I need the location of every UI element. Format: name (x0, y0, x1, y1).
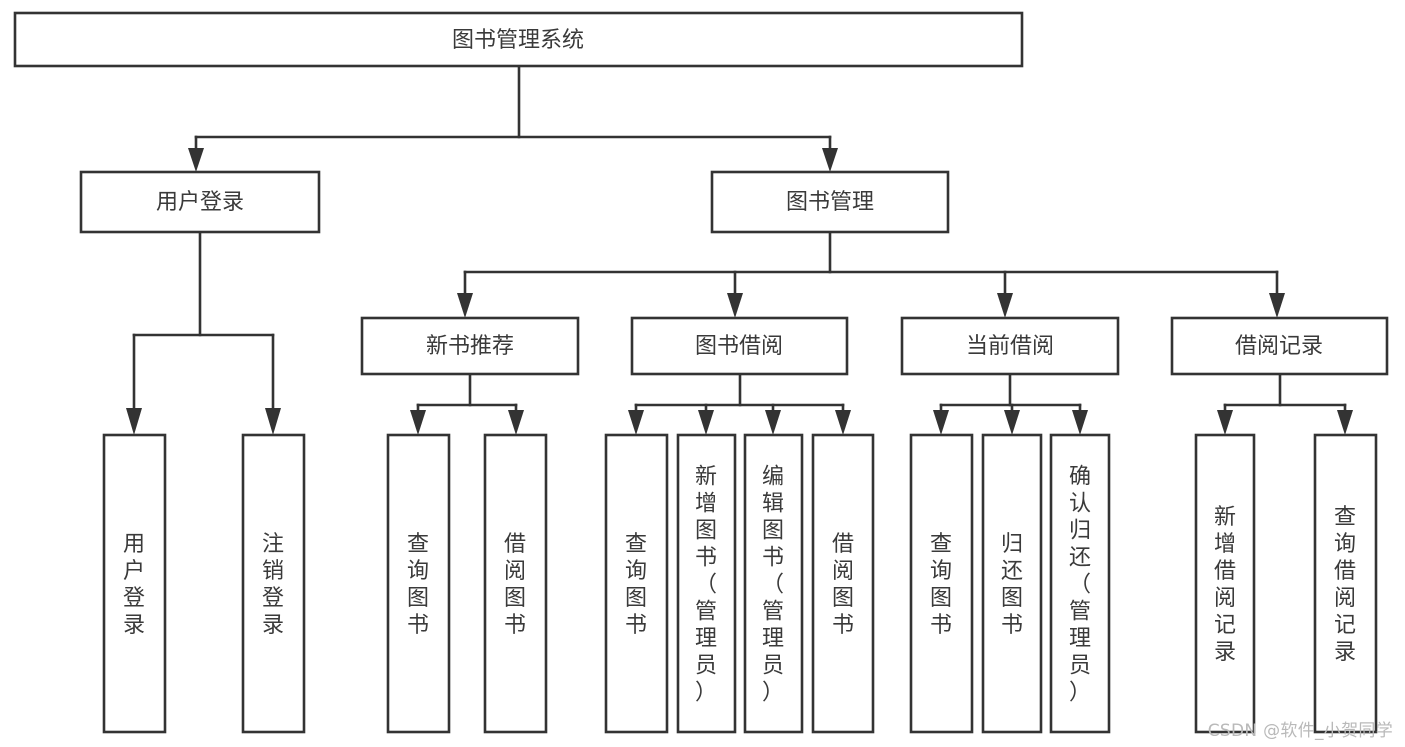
arrow-head-leaf-query-book-current (933, 410, 949, 435)
arrow-head-leaf-confirm-return-admin (1072, 410, 1088, 435)
node-leaf-add-book-admin[interactable]: 新增图书（管理员） (676, 433, 737, 734)
arrow-head-leaf-edit-book-admin (765, 410, 781, 435)
arrow-head-current-borrow (997, 293, 1013, 318)
csdn-watermark: CSDN @软件_小贺同学 (1207, 721, 1393, 741)
node-new-book-recommend[interactable]: 新书推荐 (360, 316, 580, 376)
node-leaf-query-book-borrow[interactable]: 查询图书 (604, 433, 669, 734)
node-leaf-borrow-book-label: 借阅图书 (832, 532, 854, 638)
node-book-manage-label: 图书管理 (786, 190, 874, 215)
arrow-head-leaf-add-borrow-record (1217, 410, 1233, 435)
arrow-head-leaf-user-logout (265, 408, 281, 435)
node-current-borrow[interactable]: 当前借阅 (900, 316, 1120, 376)
node-leaf-add-book-admin-label: 新增图书（管理员） (695, 465, 717, 706)
node-leaf-user-logout-label: 注销登录 (262, 532, 284, 638)
node-leaf-edit-book-admin[interactable]: 编辑图书（管理员） (743, 433, 804, 734)
node-borrow-record[interactable]: 借阅记录 (1170, 316, 1389, 376)
node-leaf-query-book-rec[interactable]: 查询图书 (386, 433, 451, 734)
connector-layer (126, 64, 1353, 435)
node-book-manage[interactable]: 图书管理 (710, 170, 950, 234)
node-leaf-borrow-book[interactable]: 借阅图书 (811, 433, 875, 734)
node-book-borrow-label: 图书借阅 (695, 334, 783, 359)
node-book-borrow-box[interactable] (630, 316, 849, 376)
node-leaf-confirm-return-admin-box[interactable] (1049, 433, 1111, 734)
arrow-head-leaf-borrow-book (835, 410, 851, 435)
node-leaf-edit-book-admin-box[interactable] (743, 433, 804, 734)
node-book-borrow[interactable]: 图书借阅 (630, 316, 849, 376)
node-new-book-recommend-box[interactable] (360, 316, 580, 376)
node-leaf-borrow-book-rec[interactable]: 借阅图书 (483, 433, 548, 734)
node-user-login-label: 用户登录 (156, 190, 244, 215)
node-leaf-user-login-label: 用户登录 (123, 532, 145, 638)
node-leaf-query-borrow-record-box[interactable] (1313, 433, 1378, 734)
node-root-label: 图书管理系统 (452, 28, 584, 53)
arrow-head-new-book-recommend (457, 293, 473, 318)
arrow-head-user-login (188, 148, 204, 172)
arrow-head-leaf-query-book-rec (410, 410, 426, 435)
node-leaf-edit-book-admin-label: 编辑图书（管理员） (762, 465, 784, 706)
node-leaf-user-login[interactable]: 用户登录 (102, 433, 167, 734)
node-leaf-query-book-borrow-box[interactable] (604, 433, 669, 734)
node-leaf-query-borrow-record-label: 查询借阅记录 (1334, 505, 1356, 665)
node-leaf-user-logout[interactable]: 注销登录 (241, 433, 306, 734)
node-leaf-add-book-admin-box[interactable] (676, 433, 737, 734)
node-leaf-return-book-label: 归还图书 (1001, 532, 1023, 638)
leaf-nodes-layer: 用户登录 注销登录 查询图书 借阅图书 查询图书 新增图书（管理员） (102, 433, 1378, 734)
node-leaf-borrow-book-box[interactable] (811, 433, 875, 734)
node-leaf-query-book-rec-label: 查询图书 (407, 532, 429, 638)
arrow-head-book-borrow (727, 293, 743, 318)
node-leaf-user-login-box[interactable] (102, 433, 167, 734)
node-user-login[interactable]: 用户登录 (79, 170, 321, 234)
node-leaf-query-book-rec-box[interactable] (386, 433, 451, 734)
arrow-head-leaf-query-borrow-record (1337, 410, 1353, 435)
node-leaf-confirm-return-admin-label: 确认归还（管理员） (1069, 465, 1091, 706)
node-leaf-add-borrow-record-box[interactable] (1194, 433, 1256, 734)
arrow-head-leaf-borrow-book-rec (508, 410, 524, 435)
node-leaf-query-book-current[interactable]: 查询图书 (909, 433, 974, 734)
node-leaf-add-borrow-record-label: 新增借阅记录 (1214, 505, 1236, 665)
arrow-head-leaf-return-book (1004, 410, 1020, 435)
arrow-head-book-manage (822, 148, 838, 172)
node-user-login-box[interactable] (79, 170, 321, 234)
node-leaf-return-book-box[interactable] (981, 433, 1043, 734)
node-current-borrow-box[interactable] (900, 316, 1120, 376)
arrow-head-borrow-record (1269, 293, 1285, 318)
arrow-head-leaf-user-login (126, 408, 142, 435)
node-leaf-confirm-return-admin[interactable]: 确认归还（管理员） (1049, 433, 1111, 734)
node-leaf-query-book-current-label: 查询图书 (930, 532, 952, 638)
arrow-head-leaf-query-book-borrow (628, 410, 644, 435)
node-leaf-query-book-current-box[interactable] (909, 433, 974, 734)
node-leaf-borrow-book-rec-label: 借阅图书 (504, 532, 526, 638)
node-new-book-recommend-label: 新书推荐 (426, 334, 514, 359)
node-book-manage-box[interactable] (710, 170, 950, 234)
node-current-borrow-label: 当前借阅 (966, 334, 1054, 359)
node-borrow-record-label: 借阅记录 (1235, 334, 1323, 359)
node-leaf-borrow-book-rec-box[interactable] (483, 433, 548, 734)
node-borrow-record-box[interactable] (1170, 316, 1389, 376)
node-leaf-query-book-borrow-label: 查询图书 (625, 532, 647, 638)
node-root-box[interactable] (13, 11, 1024, 68)
node-leaf-query-borrow-record[interactable]: 查询借阅记录 (1313, 433, 1378, 734)
arrow-head-leaf-add-book-admin (698, 410, 714, 435)
node-leaf-user-logout-box[interactable] (241, 433, 306, 734)
node-leaf-return-book[interactable]: 归还图书 (981, 433, 1043, 734)
node-root[interactable]: 图书管理系统 (13, 11, 1024, 68)
node-leaf-add-borrow-record[interactable]: 新增借阅记录 (1194, 433, 1256, 734)
